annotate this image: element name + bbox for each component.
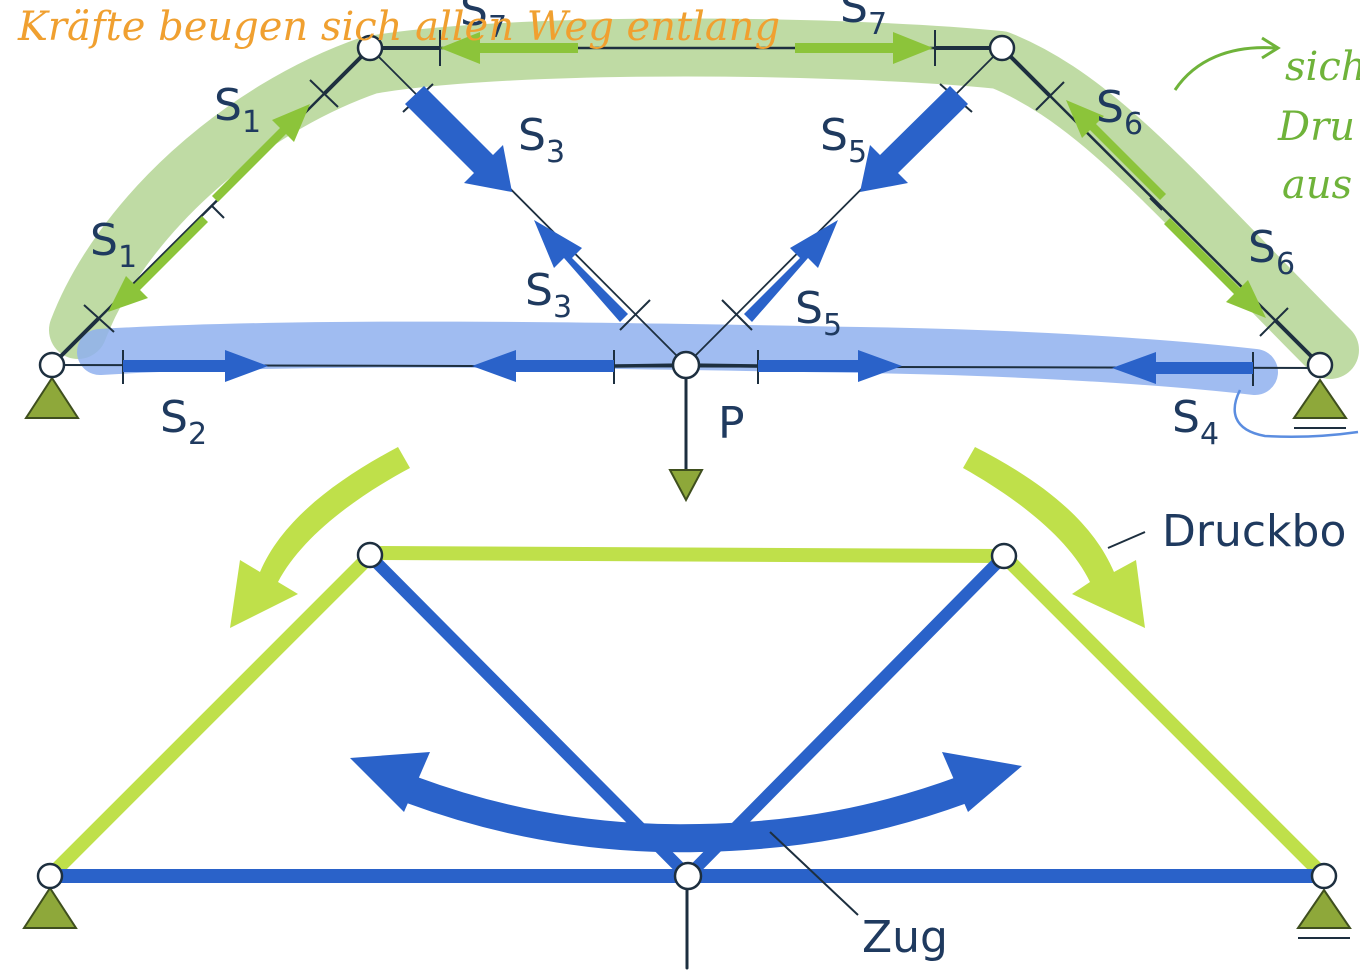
top-supports — [24, 376, 1348, 503]
s2-left-arrow — [123, 350, 268, 382]
s3-lower-arrow — [534, 220, 628, 322]
s2-right-arrow — [472, 350, 614, 382]
s4-right-arrow — [1112, 352, 1253, 384]
bottom-supports — [22, 886, 1352, 929]
top-nodes — [38, 34, 1334, 380]
tension-flow-arrow — [350, 752, 1022, 853]
label-s2: S2 — [160, 392, 207, 452]
label-s7-right: S7 — [840, 0, 887, 42]
s1-upper-arrow — [212, 104, 310, 202]
s6-lower-arrow — [1164, 218, 1266, 318]
leader-line-druckbogen — [1107, 531, 1146, 549]
handwriting-top: Kräfte beugen sich allen Weg entlang — [17, 4, 780, 50]
label-s3-lower: S3 — [525, 265, 572, 325]
label-s6-upper: S6 — [1096, 82, 1143, 142]
label-s1-lower: S1 — [90, 215, 137, 275]
bottom-right-support-triangle — [1296, 888, 1352, 929]
label-druckbogen: Druckbo — [1162, 506, 1346, 557]
right-support-triangle — [1292, 378, 1348, 419]
label-s5-upper: S5 — [820, 110, 867, 170]
handwriting-right-3: aus — [1282, 162, 1352, 208]
handwriting-arrow — [1173, 46, 1276, 91]
leader-line-zug — [769, 831, 859, 916]
s4-left-arrow — [758, 350, 902, 382]
s5-upper-arrow — [860, 86, 968, 192]
bottom-left-support-triangle — [22, 886, 78, 929]
blue-pen-stroke — [1233, 389, 1359, 439]
s6-upper-arrow — [1066, 100, 1166, 200]
label-s1-upper: S1 — [214, 80, 261, 140]
left-curved-arrow — [230, 447, 410, 628]
green-highlight-compression-arch — [49, 18, 1359, 379]
label-s6-lower: S6 — [1248, 222, 1295, 282]
s7-right-arrow — [795, 32, 933, 64]
right-curved-arrow — [963, 447, 1145, 628]
handwriting-arrowhead — [1261, 36, 1281, 60]
s7-left-arrow — [440, 32, 578, 64]
left-support-triangle — [24, 376, 80, 419]
label-load-p: P — [718, 398, 745, 449]
label-s4: S4 — [1172, 392, 1219, 452]
s5-lower-arrow — [744, 220, 838, 322]
label-s7-left: S7 — [460, 0, 507, 45]
blue-highlight-tension-chord — [77, 321, 1359, 439]
label-s5-lower: S5 — [795, 283, 842, 343]
s1-lower-arrow — [108, 216, 208, 312]
s3-upper-arrow — [405, 86, 512, 192]
load-arrow-head — [668, 469, 704, 503]
compression-flow-arrows — [230, 447, 1145, 628]
blue-force-arrows — [123, 86, 1253, 384]
bottom-nodes — [36, 541, 1338, 891]
label-zug: Zug — [862, 912, 948, 963]
green-force-arrows — [108, 32, 1266, 318]
label-s3-upper: S3 — [518, 110, 565, 170]
handwriting-right-2: Dru — [1277, 104, 1355, 150]
handwriting-right-1: sich — [1285, 44, 1360, 90]
